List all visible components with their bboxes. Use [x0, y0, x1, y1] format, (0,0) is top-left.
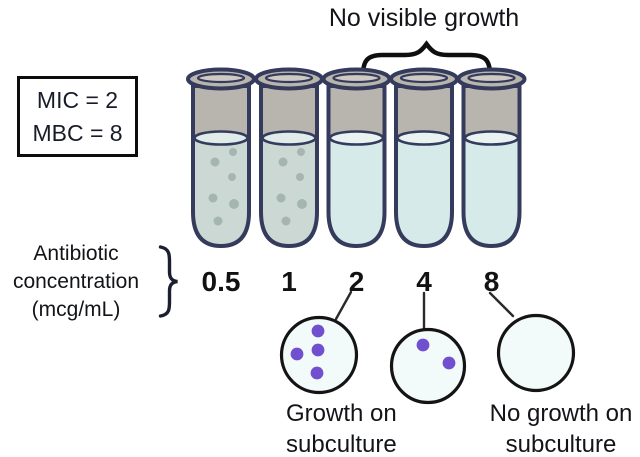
- turbidity-dot: [278, 157, 288, 167]
- growth-label-line2: subculture: [286, 431, 397, 457]
- turbidity-dot: [228, 173, 236, 181]
- broth-surface: [396, 130, 452, 146]
- test-tubes-group: [186, 67, 527, 249]
- dish-connector-line: [334, 290, 353, 321]
- tube-headspace: [193, 86, 249, 138]
- tube-outline: [394, 84, 454, 249]
- tube-headspace: [463, 86, 520, 138]
- axis-label-line3: (mcg/mL): [31, 298, 121, 321]
- subculture-dish-group: [488, 291, 576, 393]
- mic-value: MIC = 2: [36, 87, 119, 113]
- no-visible-growth-label: No visible growth: [328, 4, 520, 32]
- petri-dish: [496, 313, 576, 393]
- broth-surface: [261, 130, 317, 146]
- growth-on-subculture-label: Growth on subculture: [286, 398, 436, 457]
- tube-outline: [191, 84, 251, 249]
- antibiotic-concentration-label: Antibiotic concentration (mcg/mL): [1, 240, 151, 324]
- turbidity-dot: [296, 173, 304, 181]
- colony-dot: [442, 356, 456, 370]
- concentration-label: 4: [416, 266, 432, 297]
- tube-headspace: [328, 86, 385, 138]
- growth-label-line1: Growth on: [286, 400, 397, 427]
- no-growth-on-subculture-label: No growth on subculture: [471, 398, 640, 457]
- turbidity-dot: [229, 148, 237, 156]
- tube-headspace: [396, 86, 452, 138]
- broth-surface: [328, 130, 385, 146]
- test-tube: [389, 67, 459, 249]
- axis-label-line2: concentration: [12, 270, 140, 293]
- tube-outline: [461, 84, 522, 249]
- no-growth-label-line2: subculture: [505, 431, 617, 457]
- tube-mouth: [264, 72, 314, 84]
- tube-outline: [259, 84, 319, 249]
- tube-mouth: [332, 72, 381, 84]
- tube-mouth: [467, 72, 516, 84]
- subculture-dish-group: [279, 290, 359, 395]
- mic-mbc-box: MIC = 2 MBC = 8: [17, 76, 138, 157]
- colony-dot: [311, 343, 325, 357]
- test-tube: [186, 67, 256, 249]
- turbidity-dot: [281, 216, 291, 226]
- colony-dot: [416, 338, 430, 352]
- turbidity-dot: [213, 216, 223, 226]
- turbidity-dot: [297, 148, 305, 156]
- no-growth-label-line1: No growth on: [489, 400, 633, 427]
- broth-surface: [193, 130, 249, 146]
- test-tube: [456, 67, 527, 249]
- tube-mouth: [196, 72, 246, 84]
- broth-surface: [463, 130, 520, 146]
- colony-dot: [310, 366, 324, 380]
- antibiotic-concentration-brace-icon: [158, 245, 178, 318]
- test-tube: [321, 67, 392, 249]
- no-visible-growth-brace-icon: [360, 40, 493, 78]
- concentration-label: 1: [281, 266, 297, 297]
- petri-dish: [389, 327, 467, 405]
- subculture-dishes-group: [279, 290, 576, 405]
- mbc-value: MBC = 8: [32, 120, 123, 146]
- turbidity-dot: [229, 199, 239, 209]
- turbidity-dot: [210, 157, 220, 167]
- axis-label-line1: Antibiotic: [33, 242, 119, 265]
- dish-connector-line: [488, 291, 515, 318]
- subculture-dish-group: [389, 291, 467, 405]
- colony-dot: [311, 324, 325, 338]
- tube-headspace: [261, 86, 317, 138]
- test-tube: [254, 67, 324, 249]
- tube-mouth: [399, 72, 449, 84]
- colony-dot: [290, 347, 304, 361]
- tube-outline: [326, 84, 387, 249]
- turbidity-dot: [276, 193, 286, 203]
- concentration-label: 0.5: [201, 266, 241, 297]
- concentration-label: 2: [348, 266, 365, 297]
- turbidity-dot: [208, 193, 218, 203]
- concentration-label: 8: [483, 266, 500, 297]
- turbidity-dot: [297, 199, 307, 209]
